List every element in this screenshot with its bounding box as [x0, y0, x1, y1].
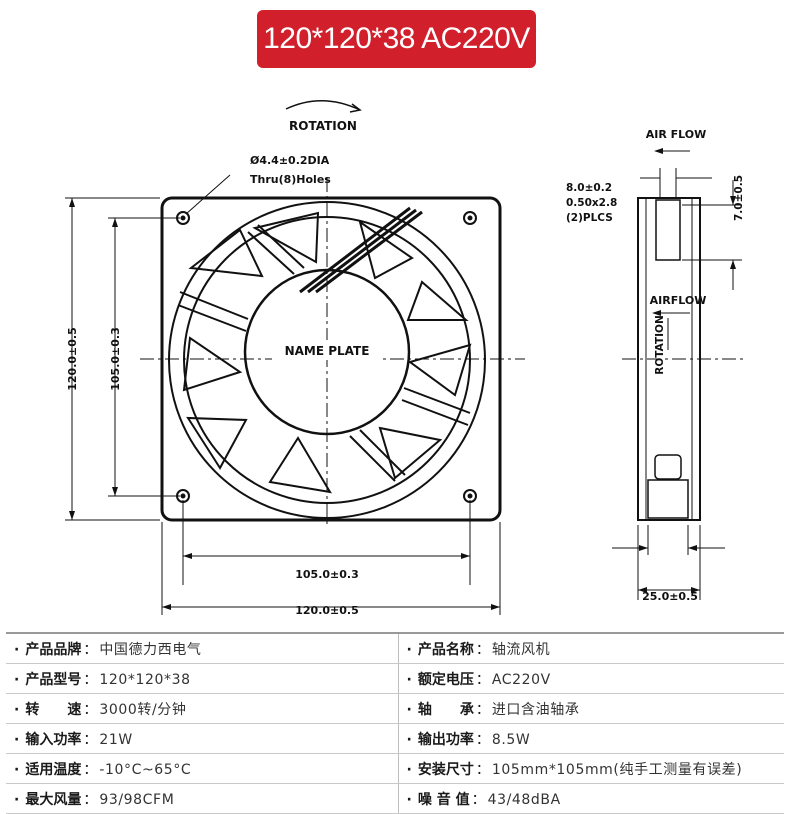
terminal-spec-line2: 0.50x2.8 [566, 197, 617, 209]
bullet-icon: · [14, 791, 20, 808]
spec-row: ·适用温度：-10°C~65°C·安装尺寸：105mm*105mm(纯手工测量有… [6, 753, 784, 784]
bullet-icon: · [406, 761, 412, 778]
separator: ： [475, 641, 490, 658]
spec-cell: · 噪 音 值：43/48dBA [398, 783, 784, 814]
page-title: 120*120*38 AC220V [257, 10, 536, 68]
spec-cell: · 输出功率：8.5W [398, 723, 784, 754]
spec-label: 输出功率 [417, 731, 474, 748]
spec-value: 21W [99, 731, 133, 748]
spec-cell: · 输入功率：21W [6, 723, 399, 754]
separator: ： [83, 641, 98, 658]
spec-value: 105mm*105mm(纯手工测量有误差) [491, 761, 743, 778]
spec-cell: · 轴 承：进口含油轴承 [398, 693, 784, 724]
spec-value: 进口含油轴承 [491, 701, 580, 718]
bullet-icon: · [14, 761, 20, 778]
spec-label: 噪 音 值 [417, 791, 470, 808]
spec-cell: · 适用温度：-10°C~65°C [6, 753, 399, 784]
spec-label: 轴 承 [417, 701, 474, 718]
bullet-icon: · [406, 671, 412, 688]
separator: ： [475, 731, 490, 748]
spec-row: ·产品品牌：中国德力西电气·产品名称：轴流风机 [6, 632, 784, 664]
separator: ： [475, 701, 490, 718]
dim-terminal-height-label: 7.0±0.5 [733, 175, 745, 221]
spec-label: 转 速 [25, 701, 82, 718]
spec-value: 8.5W [491, 731, 531, 748]
spec-value: 3000转/分钟 [99, 701, 187, 718]
bullet-icon: · [14, 671, 20, 688]
bullet-icon: · [14, 701, 20, 718]
spec-value: 中国德力西电气 [99, 641, 202, 658]
spec-label: 额定电压 [417, 671, 474, 688]
rotation-label: ROTATION [289, 119, 357, 133]
spec-table: ·产品品牌：中国德力西电气·产品名称：轴流风机·产品型号：120*120*38·… [6, 632, 784, 814]
bullet-icon: · [406, 701, 412, 718]
spec-cell: · 产品名称：轴流风机 [398, 632, 784, 664]
spec-cell: · 产品型号：120*120*38 [6, 663, 399, 694]
spec-row: ·输入功率：21W·输出功率：8.5W [6, 723, 784, 754]
airflow-side-label: AIRFLOW [650, 294, 707, 307]
separator: ： [83, 791, 98, 808]
spec-cell: · 最大风量：93/98CFM [6, 783, 399, 814]
spec-cell: · 额定电压：AC220V [398, 663, 784, 694]
spec-value: 轴流风机 [491, 641, 551, 658]
dim-left-outer-label: 120.0±0.5 [66, 327, 79, 391]
spec-label: 产品名称 [417, 641, 474, 658]
name-plate-label: NAME PLATE [285, 344, 370, 358]
spec-value: AC220V [491, 671, 551, 688]
spec-row: ·产品型号：120*120*38·额定电压：AC220V [6, 663, 784, 694]
spec-label: 适用温度 [25, 761, 82, 778]
spec-row: ·转 速：3000转/分钟·轴 承：进口含油轴承 [6, 693, 784, 724]
separator: ： [83, 701, 98, 718]
separator: ： [83, 761, 98, 778]
separator: ： [83, 671, 98, 688]
dim-bottom-inner-label: 105.0±0.3 [295, 568, 359, 581]
bullet-icon: · [406, 731, 412, 748]
rotation-side-label: ROTATION [654, 315, 666, 374]
terminal-spec-line3: (2)PLCS [566, 212, 613, 224]
fan-dimension-drawing: ROTATION Ø4.4±0.2DIA Thru(8)Holes NAME P… [65, 100, 745, 617]
dim-left-inner-label: 105.0±0.3 [109, 327, 122, 391]
spec-row: ·最大风量：93/98CFM·噪 音 值：43/48dBA [6, 783, 784, 814]
bullet-icon: · [406, 791, 412, 808]
spec-label: 输入功率 [25, 731, 82, 748]
spec-cell: · 转 速：3000转/分钟 [6, 693, 399, 724]
air-flow-top-label: AIR FLOW [646, 128, 707, 141]
hole-count-label: Thru(8)Holes [250, 173, 331, 186]
separator: ： [83, 731, 98, 748]
spec-label: 安装尺寸 [417, 761, 474, 778]
terminal-spec-line1: 8.0±0.2 [566, 182, 612, 194]
spec-label: 产品品牌 [25, 641, 82, 658]
separator: ： [475, 761, 490, 778]
spec-label: 产品型号 [25, 671, 82, 688]
spec-value: 93/98CFM [99, 791, 175, 808]
bullet-icon: · [14, 731, 20, 748]
bullet-icon: · [14, 641, 20, 658]
spec-value: 120*120*38 [99, 671, 191, 688]
spec-cell: · 安装尺寸：105mm*105mm(纯手工测量有误差) [398, 753, 784, 784]
spec-label: 最大风量 [25, 791, 82, 808]
bullet-icon: · [406, 641, 412, 658]
spec-cell: · 产品品牌：中国德力西电气 [6, 632, 399, 664]
separator: ： [475, 671, 490, 688]
spec-value: -10°C~65°C [99, 761, 192, 778]
hole-spec-label: Ø4.4±0.2DIA [250, 154, 330, 167]
dim-bottom-outer-label: 120.0±0.5 [295, 604, 359, 617]
spec-value: 43/48dBA [487, 791, 561, 808]
dim-depth-label: 25.0±0.5 [642, 590, 698, 603]
separator: ： [471, 791, 486, 808]
